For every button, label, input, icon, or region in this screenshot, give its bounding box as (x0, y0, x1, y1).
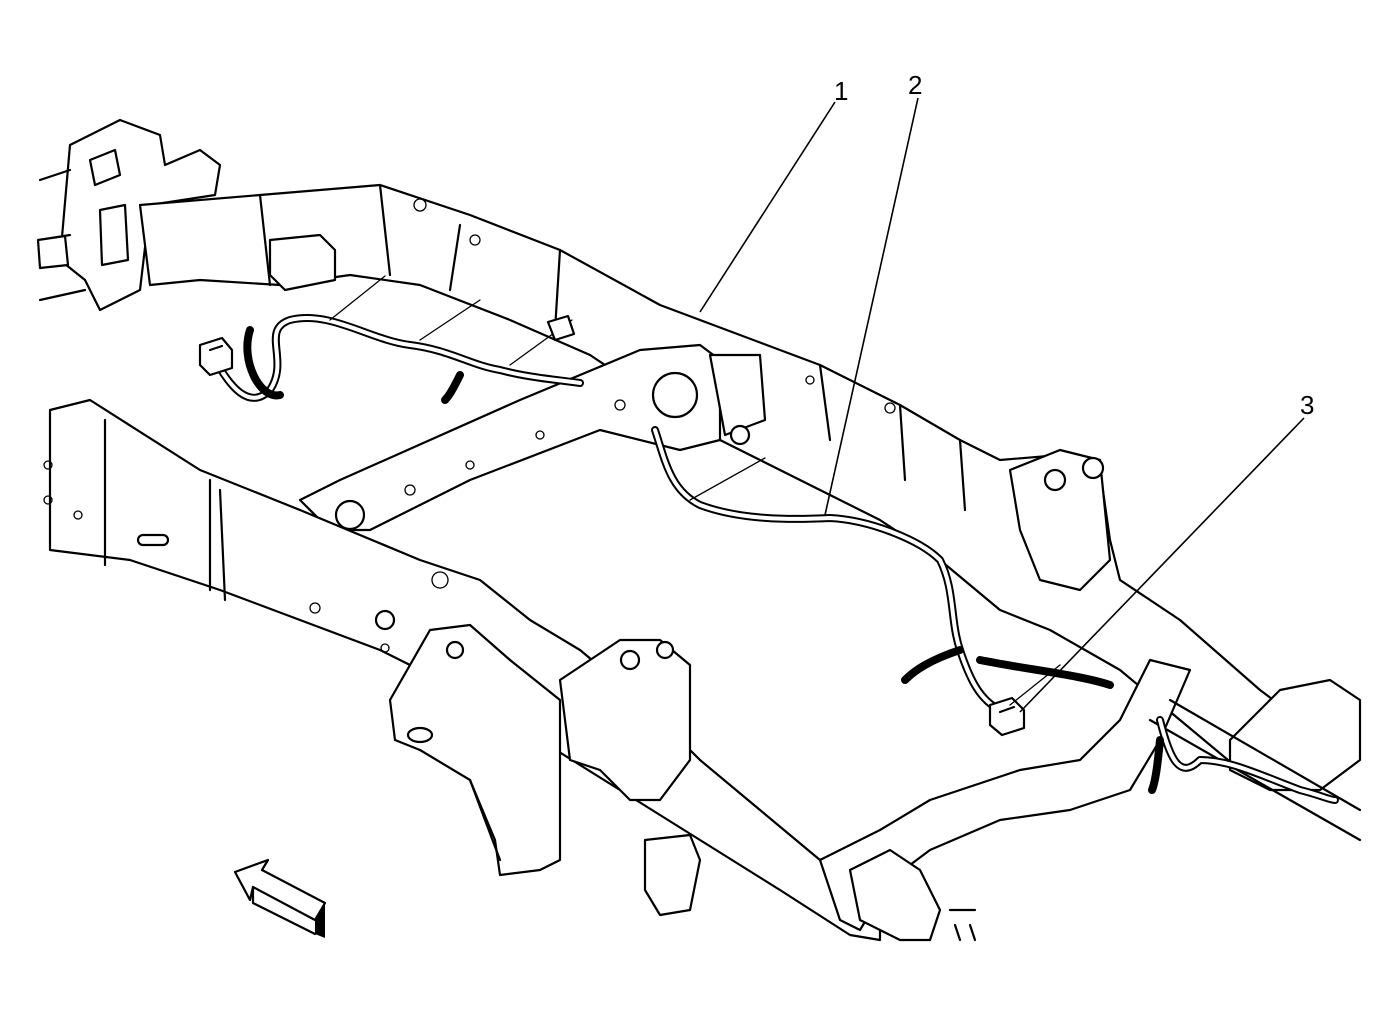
callout-leaders (699, 97, 1305, 713)
frame-front-right (818, 448, 1362, 942)
arrow-forward-icon (233, 858, 327, 938)
frame-rail-upper (138, 183, 1302, 772)
body-mount-bracket-left (388, 623, 562, 877)
wiring-harness (206, 314, 1339, 804)
callout-3: 3 (1300, 390, 1314, 420)
callout-1: 1 (834, 76, 848, 106)
harness-connector-front (988, 696, 1026, 737)
harness-retainers (329, 275, 1061, 706)
cross-member (298, 343, 767, 532)
harness-connector-rear (198, 336, 234, 377)
suspension-bracket-middle (558, 638, 702, 917)
callout-2: 2 (908, 70, 922, 100)
rear-frame-bracket (36, 118, 222, 312)
